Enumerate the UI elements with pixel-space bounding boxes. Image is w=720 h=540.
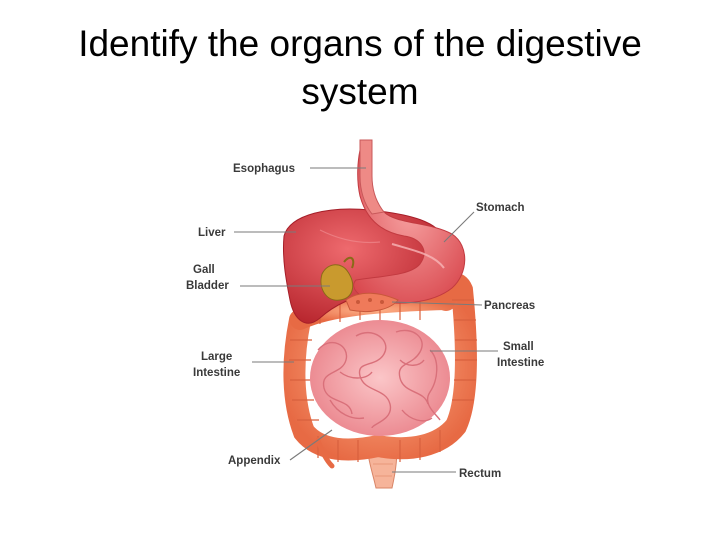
slide-title: Identify the organs of the digestive sys… bbox=[0, 20, 720, 116]
gall-bladder-organ bbox=[320, 256, 355, 301]
label-gall-bladder-line-2: Bladder bbox=[186, 280, 229, 292]
label-stomach: Stomach bbox=[476, 202, 525, 214]
leader-stomach bbox=[443, 211, 475, 243]
label-small-intestine-line-1: Small bbox=[503, 341, 534, 353]
label-appendix: Appendix bbox=[228, 455, 281, 467]
label-small-intestine-line-2: Intestine bbox=[497, 357, 544, 369]
label-esophagus: Esophagus bbox=[233, 163, 295, 175]
leader-pancreas bbox=[391, 301, 483, 306]
label-large-intestine-line-1: Large bbox=[201, 351, 232, 363]
stomach-organ bbox=[353, 149, 466, 304]
slide-title-line-1: Identify the organs of the digestive bbox=[78, 23, 642, 64]
liver-organ bbox=[282, 208, 445, 324]
label-pancreas: Pancreas bbox=[484, 300, 535, 312]
label-large-intestine-line-2: Intestine bbox=[193, 367, 240, 379]
slide-title-line-2: system bbox=[301, 71, 419, 112]
label-gall-bladder-line-1: Gall bbox=[193, 264, 215, 276]
label-liver: Liver bbox=[198, 227, 226, 239]
leader-appendix bbox=[289, 429, 333, 461]
label-rectum: Rectum bbox=[459, 468, 501, 480]
leader-lines bbox=[234, 167, 498, 473]
small-intestine-organ bbox=[310, 320, 450, 436]
esophagus-organ bbox=[359, 139, 385, 215]
pancreas-organ bbox=[345, 292, 399, 313]
